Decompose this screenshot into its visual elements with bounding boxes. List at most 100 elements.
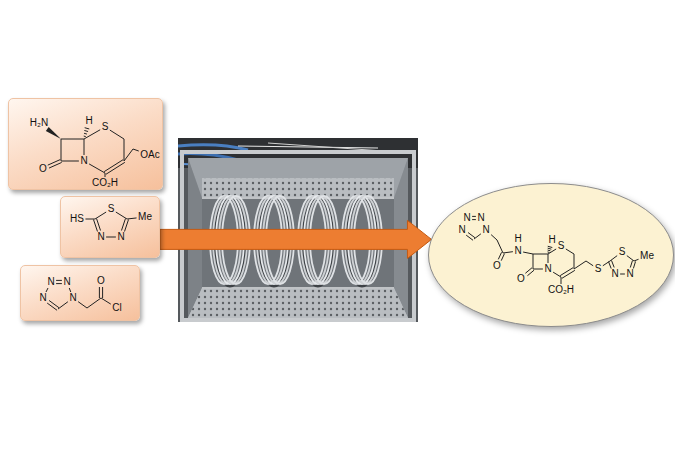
bond-line: [566, 249, 574, 254]
bond-line: [61, 139, 62, 161]
coil: [298, 196, 326, 284]
bond-line: [548, 249, 556, 254]
coil: [304, 196, 332, 284]
atom-label: Me: [138, 212, 152, 222]
reagent-box: H₂NHSONOAcCO₂H: [8, 98, 163, 190]
bond-line: [498, 252, 501, 259]
bond-line: [548, 254, 549, 263]
coil: [342, 196, 370, 284]
bond-line: [87, 298, 101, 308]
bond-line: [127, 218, 137, 219]
bond-line: [634, 259, 639, 261]
bond-line: [46, 288, 48, 292]
bond-line: [491, 235, 497, 240]
reagent-box: NNNNOCl: [20, 265, 140, 321]
bond-line: [89, 164, 105, 173]
coil: [266, 196, 294, 284]
atom-label: S: [595, 264, 602, 274]
bond-line: [125, 220, 129, 232]
bond-line: [474, 234, 481, 239]
atom-label: S: [619, 247, 626, 257]
coil: [213, 196, 241, 284]
bond-line: [560, 268, 573, 276]
atom-label: S: [102, 122, 109, 132]
tank-rim: [182, 152, 414, 320]
bond-line: [497, 240, 503, 253]
atom-label: N: [463, 213, 470, 223]
atom-label: N: [69, 293, 76, 303]
atom-label: O: [517, 274, 525, 284]
coil: [351, 196, 379, 284]
atom-label: N: [458, 225, 465, 235]
bond-line: [101, 298, 111, 304]
bond-line: [95, 212, 106, 219]
atom-label: N: [97, 232, 104, 242]
bond-line: [468, 233, 475, 238]
atom-label: N: [39, 293, 46, 303]
coil: [257, 196, 285, 284]
bond-line: [620, 274, 625, 275]
bond-line: [611, 260, 614, 267]
atom-label: OAc: [140, 150, 159, 160]
tank-back-wall: [188, 158, 408, 198]
bond-line: [627, 256, 634, 261]
atom-label: N: [544, 264, 551, 274]
bond-line: [586, 261, 593, 266]
coil: [301, 196, 329, 284]
atom-label: O: [39, 164, 47, 174]
coil: [254, 196, 282, 284]
bond-line: [124, 149, 133, 161]
bond-line: [69, 288, 71, 292]
atom-label: N: [117, 232, 124, 242]
bond-line: [110, 130, 124, 139]
coil: [345, 196, 373, 284]
bond-line: [630, 261, 632, 268]
coil: [263, 196, 291, 284]
structure-bonds: [21, 266, 141, 322]
bond-line: [553, 272, 561, 277]
atom-label: Cl: [112, 303, 121, 313]
wire: [238, 146, 378, 148]
bond-line: [503, 252, 513, 253]
bond-line: [56, 283, 62, 284]
structure-bonds: [9, 99, 164, 191]
bond-line: [609, 262, 612, 269]
bond-line: [610, 256, 617, 261]
bond-line: [93, 220, 97, 232]
bond-line: [472, 216, 476, 217]
bond-line: [574, 254, 575, 269]
bond-line: [574, 261, 586, 269]
bond-line: [133, 149, 139, 151]
product-ellipse: NNNNHHSNSMeONSNNOCO₂H: [427, 182, 675, 328]
hash-bond: [84, 136, 86, 138]
atom-label: O: [493, 261, 501, 271]
hash-bond: [548, 246, 553, 247]
atom-label: H₂N: [30, 118, 48, 128]
atom-label: N: [47, 277, 54, 287]
bond-line: [61, 161, 79, 162]
atom-label: N: [626, 269, 633, 279]
bond-line: [97, 218, 101, 230]
bond-line: [58, 302, 68, 309]
coil: [219, 196, 247, 284]
bond-line: [533, 269, 543, 270]
atom-label: CO₂H: [92, 178, 118, 188]
bond-line: [121, 218, 125, 230]
ellipse-shape: [429, 184, 674, 327]
wedge-bond: [46, 127, 61, 139]
atom-label: Me: [640, 251, 654, 261]
atom-label: N: [482, 225, 489, 235]
atom-label: H: [514, 234, 521, 244]
coil: [310, 196, 338, 284]
bond-line: [562, 270, 575, 278]
bond-line: [85, 219, 95, 220]
hash-bond: [548, 250, 551, 252]
flow-reactor-photo: [178, 138, 418, 322]
bond-line: [61, 139, 84, 140]
hash-bond: [84, 130, 88, 131]
photo-ground: [178, 138, 418, 322]
atom-label: N: [611, 269, 618, 279]
perforated-floor: [188, 288, 408, 318]
bond-line: [105, 173, 106, 177]
